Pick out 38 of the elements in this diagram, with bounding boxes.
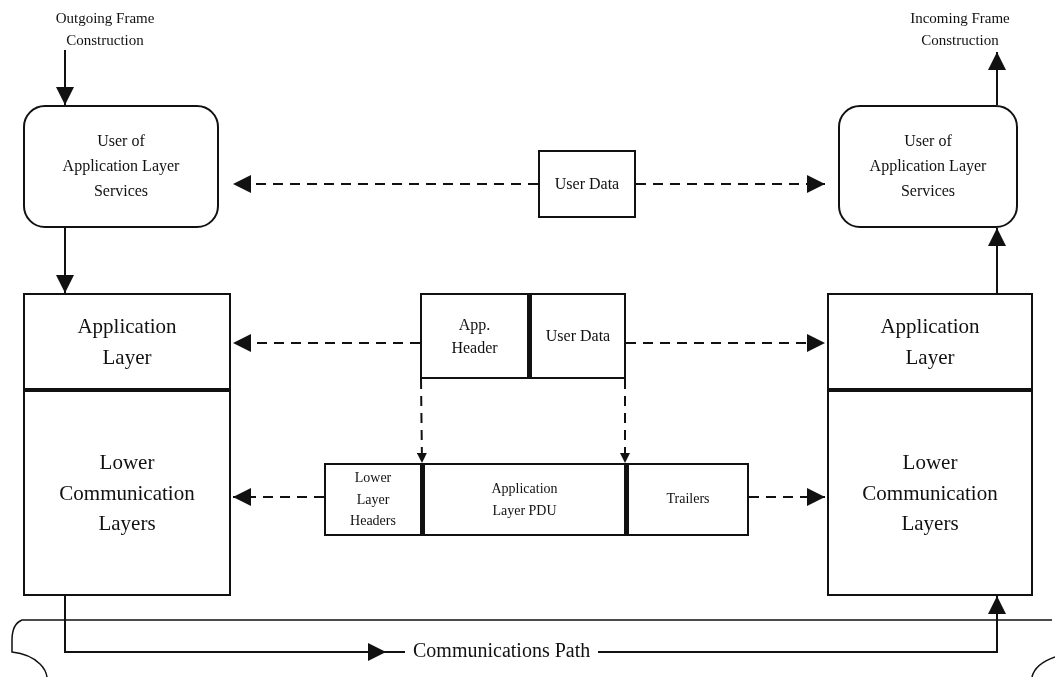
node-text: Lower Layer Headers xyxy=(349,468,397,531)
arrow xyxy=(748,488,826,506)
arrow xyxy=(232,175,539,193)
node-text: Incoming Frame Construction xyxy=(909,9,1011,50)
arrow xyxy=(416,378,427,464)
node-text: User of Application Layer Services xyxy=(61,131,181,201)
arrow xyxy=(635,175,826,193)
layer-box xyxy=(23,390,231,596)
layer-box xyxy=(420,293,529,379)
node-text: User of Application Layer Services xyxy=(868,131,988,201)
arrow xyxy=(620,378,630,464)
arrow xyxy=(988,227,1006,294)
node-text: Lower Communication Layers xyxy=(861,449,999,538)
layer-box xyxy=(23,293,231,391)
node-text: Lower Communication Layers xyxy=(58,449,196,538)
node-text: Trailers xyxy=(666,490,710,509)
node-text: User Data xyxy=(545,326,611,347)
node-text: App. Header xyxy=(450,314,499,358)
node-text: Outgoing Frame Construction xyxy=(54,9,156,50)
layer-box xyxy=(324,463,422,536)
arrow xyxy=(56,49,74,106)
node-text: Application Layer PDU xyxy=(490,479,559,520)
layer-box xyxy=(538,150,636,218)
service-user-box xyxy=(838,105,1018,228)
arrow xyxy=(56,227,74,294)
arrow xyxy=(625,334,826,352)
arrow xyxy=(232,488,325,506)
layer-box xyxy=(528,293,626,379)
node-text: Application Layer xyxy=(879,313,981,371)
layer-box xyxy=(827,293,1033,391)
arrow xyxy=(232,334,421,352)
service-user-box xyxy=(23,105,219,228)
layer-box xyxy=(421,463,626,536)
arrow xyxy=(988,51,1006,106)
node-text: Application Layer xyxy=(76,313,178,371)
layer-box xyxy=(625,463,749,536)
node-text: User Data xyxy=(554,174,620,195)
layer-box xyxy=(827,390,1033,596)
